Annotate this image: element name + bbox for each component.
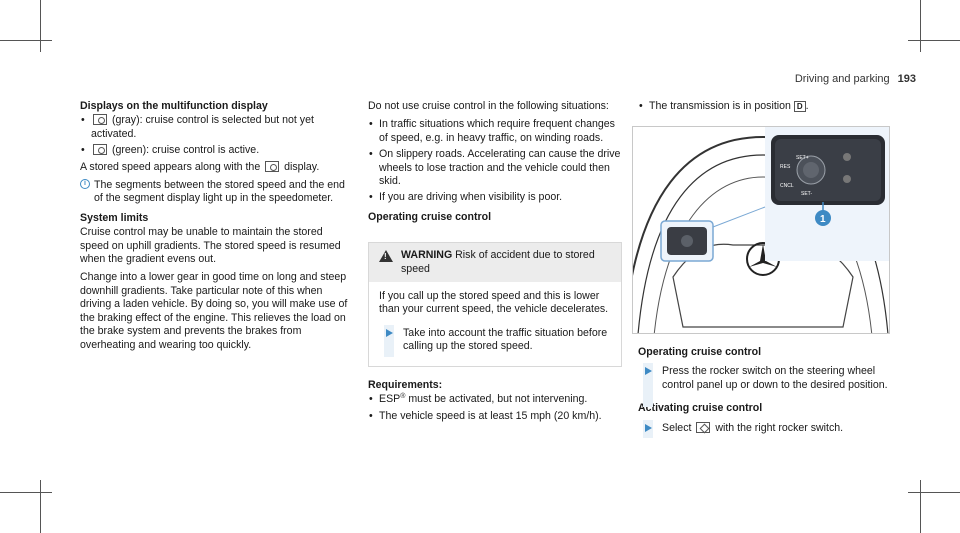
list-item: On slippery roads. Accelerating can caus… [368, 148, 622, 188]
label-set-minus: SET- [801, 191, 812, 197]
steering-wheel-figure: SET+ RES CNCL SET- 1 [632, 126, 890, 334]
column-left: Displays on the multifunction display (g… [80, 100, 350, 357]
crop-mark [908, 492, 960, 493]
item-text: (green): cruise control is active. [111, 144, 260, 157]
warning-triangle-icon [379, 250, 393, 263]
crop-mark [920, 0, 921, 52]
column-middle: Do not use cruise control in the followi… [368, 100, 622, 426]
warning-step: Take into account the traffic situation … [379, 324, 611, 357]
cruise-control-icon [93, 144, 107, 156]
callout-marker [815, 210, 831, 226]
column-right-lower: Operating cruise control Press the rocke… [638, 346, 892, 438]
text: with the right rocker switch. [715, 421, 844, 434]
gear-position-symbol: D [793, 101, 806, 112]
instruction-step: Press the rocker switch on the steering … [638, 363, 892, 408]
list-item: (gray): cruise control is selected but n… [80, 114, 350, 141]
text: The transmission is in position [649, 100, 791, 112]
warning-label: WARNING [401, 249, 453, 262]
warning-text: If you call up the stored speed and this… [379, 290, 609, 316]
registered-mark: ® [400, 393, 406, 401]
item-text: (gray): cruise control is selected but n… [91, 114, 314, 140]
column-right: The transmission is in position D. [638, 100, 892, 116]
crop-mark [908, 40, 960, 41]
text: A stored speed appears along with the [80, 160, 261, 173]
step-bar [384, 324, 394, 357]
page-number: 193 [897, 73, 916, 85]
page-header: Driving and parking 193 [795, 73, 916, 86]
info-icon: i [80, 179, 90, 190]
list-item: The vehicle speed is at least 15 mph (20… [368, 410, 622, 424]
list-item: In traffic situations which require freq… [368, 118, 622, 145]
paragraph: A stored speed appears along with the di… [80, 160, 350, 174]
cruise-control-select-icon [696, 421, 711, 433]
info-note: i The segments between the stored speed a… [80, 179, 350, 206]
arrow-right-icon [386, 328, 393, 337]
arrow-right-icon [645, 367, 652, 376]
label-cncl: CNCL [780, 183, 794, 189]
text: Select [662, 421, 692, 434]
callout-number: 1 [820, 214, 826, 225]
list-item: (green): cruise control is active. [80, 144, 350, 158]
label-res: RES [780, 164, 791, 170]
step-text: Press the rocker switch on the steering … [662, 365, 888, 391]
cruise-control-icon [265, 160, 280, 172]
arrow-right-icon [645, 423, 652, 432]
heading-requirements: Requirements: [368, 378, 443, 391]
section-title: Driving and parking [794, 73, 890, 85]
heading-system-limits: System limits [80, 211, 149, 224]
crop-mark [0, 40, 52, 41]
crop-mark [920, 480, 921, 533]
warning-title: Risk of accident due to stored speed [401, 249, 595, 275]
heading-operating-2: Operating cruise control [638, 346, 762, 358]
heading-displays: Displays on the multifunction display [80, 100, 268, 112]
paragraph: Do not use cruise control in the followi… [368, 100, 609, 112]
crop-mark [40, 480, 41, 533]
crop-mark [0, 492, 52, 493]
esp-text: ESP [379, 393, 401, 406]
warning-box: WARNING Risk of accident due to stored s… [368, 242, 622, 367]
cruise-control-icon [93, 114, 107, 126]
period: . [805, 100, 809, 112]
instruction-step: Select with the right rocker switch. [638, 419, 892, 438]
crop-mark [40, 0, 41, 52]
steering-wheel-illustration: SET+ RES CNCL SET- 1 [633, 127, 889, 333]
step-bar [643, 363, 653, 408]
heading-activating: Activating cruise control [638, 402, 763, 415]
heading-operating: Operating cruise control [368, 210, 492, 223]
paragraph: Cruise control may be unable to maintain… [80, 226, 341, 266]
text: display. [284, 160, 320, 173]
warning-body: If you call up the stored speed and this… [369, 282, 621, 366]
list-item: If you are driving when visibility is po… [368, 191, 622, 205]
note-text: The segments between the stored speed an… [94, 179, 345, 205]
list-item: ESP® must be activated, but not interven… [368, 393, 622, 407]
list-item: The transmission is in position D. [638, 100, 892, 114]
paragraph: Change into a lower gear in good time on… [80, 271, 348, 351]
step-text: Take into account the traffic situation … [403, 326, 608, 353]
warning-header: WARNING Risk of accident due to stored s… [369, 243, 621, 283]
text: must be activated, but not intervening. [408, 393, 588, 406]
label-set-plus: SET+ [796, 155, 809, 161]
